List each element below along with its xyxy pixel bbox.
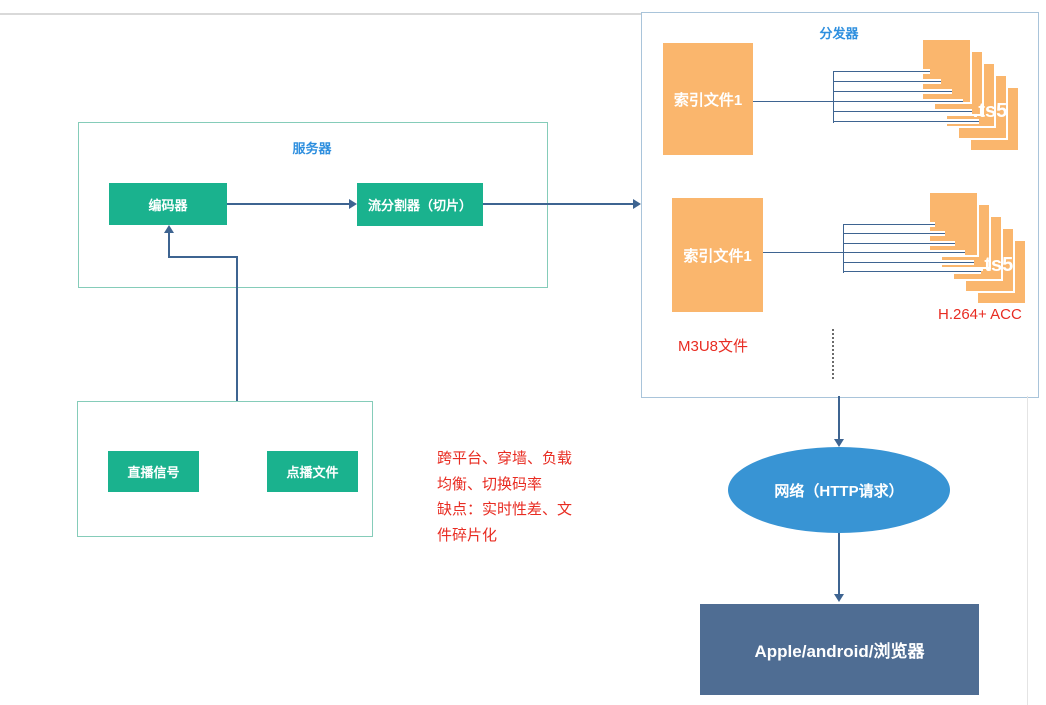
arrow-encoder-to-splitter-head xyxy=(349,199,357,209)
codec-label: H.264+ ACC xyxy=(938,306,1022,323)
server-group-frame xyxy=(78,122,548,288)
network-ellipse: 网络（HTTP请求） xyxy=(728,447,950,533)
page-edge-line xyxy=(1027,396,1028,705)
note-line: 跨平台、穿墙、负载 xyxy=(437,450,573,467)
note-line: 件碎片化 xyxy=(437,526,498,544)
segment-bracket-2 xyxy=(843,224,844,273)
encoder-box: 编码器 xyxy=(109,183,227,225)
arrow-distributor-to-network-line xyxy=(838,396,840,439)
live-signal-box: 直播信号 xyxy=(108,451,199,492)
segment-line xyxy=(843,269,981,274)
segment-line xyxy=(833,79,941,84)
arrow-source-to-encoder-stem xyxy=(168,232,170,258)
segment-line xyxy=(833,99,963,104)
segment-line xyxy=(833,69,930,74)
connector-index1-to-segments xyxy=(753,101,833,102)
arrow-source-to-encoder-elbow xyxy=(168,256,238,258)
notes-block: 跨平台、穿墙、负载 均衡、切换码率 缺点：实时性差、文 件碎片化 xyxy=(437,446,627,548)
segment-bracket-1 xyxy=(833,71,834,123)
client-box: Apple/android/浏览器 xyxy=(700,604,979,695)
m3u8-label: M3U8文件 xyxy=(678,338,749,355)
connector-index2-to-segments xyxy=(763,252,843,253)
arrow-source-to-encoder-head xyxy=(164,225,174,233)
segment-line xyxy=(833,89,952,94)
arrow-splitter-to-distributor-head xyxy=(633,199,641,209)
note-line: 均衡、切换码率 xyxy=(437,475,543,493)
segment-line xyxy=(833,109,972,114)
ts-stack-1-label: .ts5 xyxy=(972,100,1008,122)
source-group-frame xyxy=(77,401,373,537)
top-divider-line xyxy=(0,13,641,15)
arrow-source-to-encoder-riser xyxy=(236,256,238,401)
index-file-2-box: 索引文件1 xyxy=(672,198,763,312)
splitter-box: 流分割器（切片） xyxy=(357,183,483,226)
vod-file-box: 点播文件 xyxy=(267,451,358,492)
ts-stack-2-label: .ts5 xyxy=(978,254,1014,276)
segment-line xyxy=(843,241,955,246)
segment-line xyxy=(843,231,945,236)
arrow-splitter-to-distributor-line xyxy=(483,203,633,205)
more-streams-ellipsis xyxy=(832,329,834,379)
note-line: 缺点：实时性差、文 xyxy=(437,501,573,518)
segment-line xyxy=(843,222,935,227)
arrow-encoder-to-splitter-line xyxy=(227,203,349,205)
segment-line xyxy=(833,119,979,124)
server-group-title: 服务器 xyxy=(292,141,332,156)
arrow-distributor-to-network-head xyxy=(834,439,844,447)
segment-line xyxy=(843,250,965,255)
segment-line xyxy=(843,260,974,265)
arrow-network-to-client-line xyxy=(838,533,840,594)
index-file-1-box: 索引文件1 xyxy=(663,43,753,155)
distributor-group-title: 分发器 xyxy=(819,26,859,41)
arrow-network-to-client-head xyxy=(834,594,844,602)
